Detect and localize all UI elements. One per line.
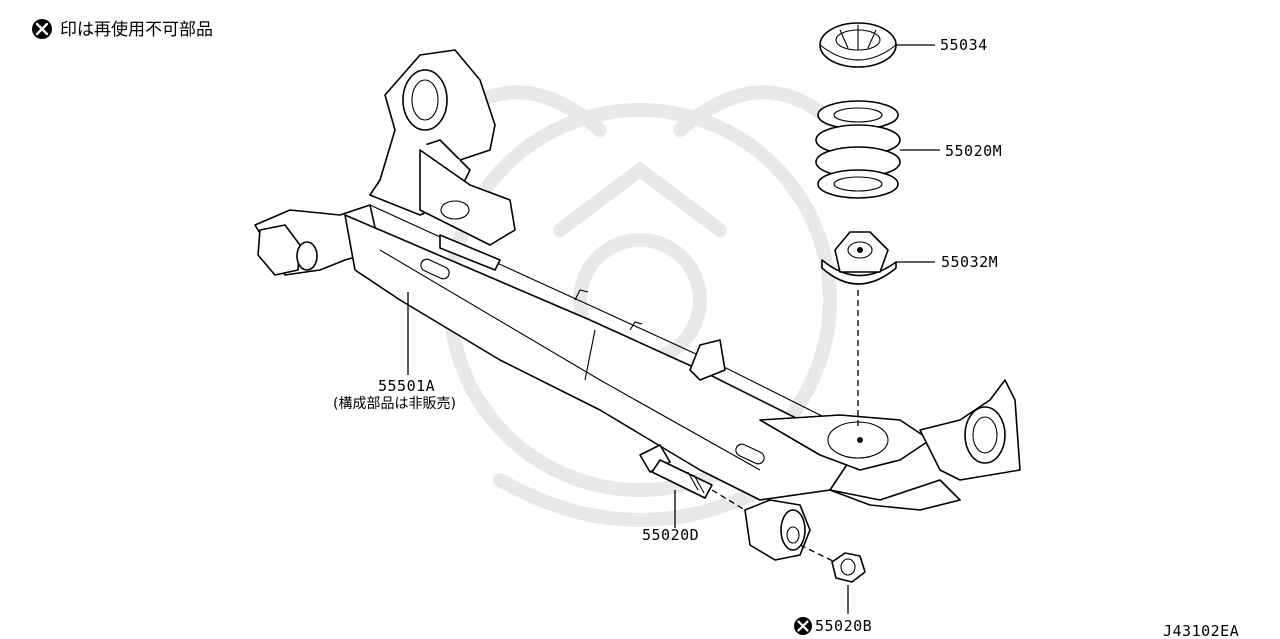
label-55020M[interactable]: 55020M [945, 142, 1002, 160]
legend-text: 印は再使用不可部品 [60, 19, 213, 40]
nut-55020B[interactable] [831, 552, 866, 583]
label-55034[interactable]: 55034 [940, 36, 988, 54]
background-watermark [443, 85, 837, 527]
assembly-line-bolt [711, 489, 746, 511]
spring-seat-55032M[interactable] [821, 231, 897, 285]
assembly-line-nut [799, 544, 836, 563]
legend: 印は再使用不可部品 [32, 19, 213, 40]
label-55020B-group[interactable]: 55020B [794, 617, 872, 635]
label-55020D[interactable]: 55020D [642, 526, 699, 544]
diagram-code: J43102EA [1163, 622, 1239, 639]
coil-spring-55020M[interactable] [815, 100, 901, 199]
label-55501A[interactable]: 55501A [378, 377, 435, 395]
bolt-55020D[interactable] [639, 444, 713, 499]
label-55032M[interactable]: 55032M [941, 253, 998, 271]
axle-beam-55501A[interactable] [254, 49, 1021, 561]
label-55020B[interactable]: 55020B [815, 617, 872, 635]
leader-lines [407, 44, 940, 614]
spring-seat-55034[interactable] [819, 22, 897, 68]
label-55501A-note: (構成部品は非販売) [333, 396, 456, 412]
